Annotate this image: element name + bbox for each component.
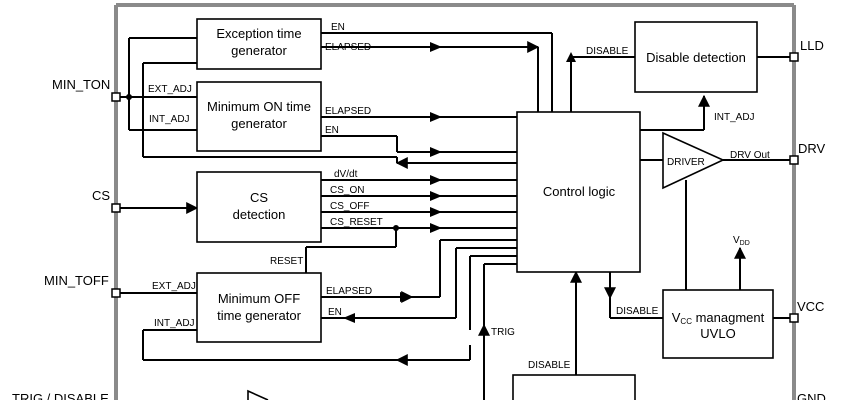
- minimum-off-time-generator-block: Minimum OFF time generator: [196, 272, 322, 343]
- pin-trig-disable: TRIG / DISABLE: [12, 391, 109, 400]
- pin-vcc-label: VCC: [797, 299, 824, 314]
- pin-min-ton: MIN_TON: [52, 77, 121, 102]
- dv-dt-label: dV/dt: [334, 169, 358, 180]
- uvlo-label: UVLO: [700, 326, 735, 341]
- min-on-block-line1: Minimum ON time: [207, 99, 311, 114]
- min-on-ext-adj-label: EXT_ADJ: [148, 84, 192, 95]
- pin-gnd-label: GND: [797, 391, 826, 400]
- exception-block-line1: Exception time: [216, 26, 301, 41]
- wires: [120, 32, 790, 400]
- min-off-ext-adj-label: EXT_ADJ: [152, 281, 196, 292]
- min-off-block-line1: Minimum OFF: [218, 291, 300, 306]
- trig-input-comparator: [247, 389, 269, 400]
- vcc-management-label: VCC managment: [672, 310, 765, 326]
- exception-block-line2: generator: [231, 43, 287, 58]
- min-on-int-adj-label: INT_ADJ: [149, 114, 190, 125]
- min-off-block-line2: time generator: [217, 308, 301, 323]
- chip-outline: [114, 3, 796, 400]
- exception-en-label: EN: [331, 22, 345, 33]
- cs-off-label: CS_OFF: [330, 201, 369, 212]
- pin-cs-label: CS: [92, 188, 110, 203]
- min-off-int-adj-label: INT_ADJ: [154, 318, 195, 329]
- minimum-on-time-generator-block: Minimum ON time generator: [196, 81, 322, 152]
- driver-label: DRIVER: [667, 157, 705, 168]
- cs-block-line2: detection: [233, 207, 286, 222]
- min-on-elapsed-label: ELAPSED: [325, 106, 371, 117]
- signal-labels: EN ELAPSED EXT_ADJ INT_ADJ ELAPSED EN dV…: [148, 22, 770, 371]
- pin-min-toff: MIN_TOFF: [44, 273, 121, 298]
- bottom-block: [512, 374, 636, 400]
- trig-label: TRIG: [491, 327, 515, 338]
- pin-drv-label: DRV: [798, 141, 826, 156]
- exception-time-generator-block: Exception time generator: [196, 18, 322, 70]
- pin-trig-disable-label: TRIG / DISABLE: [12, 391, 109, 400]
- pin-drv: DRV: [789, 141, 826, 165]
- cs-detection-block: CS detection: [196, 171, 322, 243]
- control-logic-label: Control logic: [543, 184, 616, 199]
- vdd-label: VDD: [733, 235, 750, 247]
- cs-block-line1: CS: [250, 190, 268, 205]
- pin-cs: CS: [92, 188, 121, 213]
- disable-detection-block: Disable detection: [634, 21, 758, 93]
- pin-min-toff-label: MIN_TOFF: [44, 273, 109, 288]
- pin-lld: LLD: [789, 38, 824, 62]
- reset-label: RESET: [270, 256, 303, 267]
- min-off-elapsed-label: ELAPSED: [326, 286, 372, 297]
- driver-block: DRIVER: [662, 131, 725, 190]
- min-on-en-label: EN: [325, 125, 339, 136]
- cs-on-label: CS_ON: [330, 185, 364, 196]
- cs-reset-label: CS_RESET: [330, 217, 383, 228]
- min-on-block-line2: generator: [231, 116, 287, 131]
- disable-detection-label: Disable detection: [646, 50, 746, 65]
- pin-lld-label: LLD: [800, 38, 824, 53]
- pin-min-ton-label: MIN_TON: [52, 77, 110, 92]
- drv-out-label: DRV Out: [730, 150, 770, 161]
- bus-arrows: [126, 42, 576, 323]
- vcc-management-block: VCC managment UVLO: [662, 289, 774, 359]
- disable-bottom-label: DISABLE: [528, 360, 571, 371]
- min-off-en-label: EN: [328, 307, 342, 318]
- control-logic-block: Control logic: [516, 111, 641, 273]
- pin-gnd: GND: [797, 391, 826, 400]
- int-adj-right-label: INT_ADJ: [714, 112, 755, 123]
- disable-out-label: DISABLE: [586, 46, 629, 57]
- exception-elapsed-label: ELAPSED: [325, 42, 371, 53]
- disable-vcc-label: DISABLE: [616, 306, 659, 317]
- pin-vcc: VCC: [789, 299, 824, 323]
